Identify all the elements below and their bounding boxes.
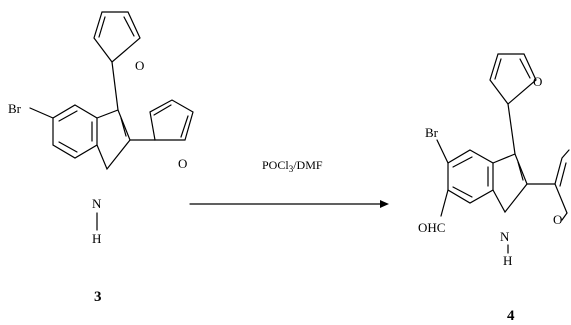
reactant-nh-n: N	[92, 196, 102, 211]
reactant-structure: Br O O N H	[8, 11, 194, 246]
reactant-nh-h: H	[92, 231, 101, 246]
reactant-pyrrole-ring	[96, 109, 131, 171]
reactant-compound-number: 3	[94, 289, 102, 305]
product-nh-h: H	[503, 253, 512, 268]
reagent-label: POCl3/DMF	[262, 158, 323, 174]
product-furan-o-side: O	[553, 212, 562, 227]
product-furan-o-top: O	[533, 74, 542, 89]
product-nh-n: N	[500, 229, 510, 244]
reactant-furan-o-top: O	[135, 58, 144, 73]
reaction-arrow-head	[380, 200, 389, 208]
product-top-furan	[489, 53, 537, 105]
reactant-br-label: Br	[8, 101, 22, 116]
product-side-furan	[554, 149, 570, 214]
product-compound-number: 4	[507, 308, 515, 324]
reactant-top-furan	[93, 11, 141, 63]
product-structure: Br OHC O O N H	[418, 53, 570, 268]
product-br-label: Br	[425, 125, 439, 140]
reactant-side-furan	[149, 99, 194, 141]
product-aldehyde-label: OHC	[418, 220, 445, 235]
product-pyrrole-ring	[492, 153, 528, 214]
reactant-furan-o-side: O	[178, 156, 187, 171]
reactant-benzene-ring	[52, 104, 98, 159]
